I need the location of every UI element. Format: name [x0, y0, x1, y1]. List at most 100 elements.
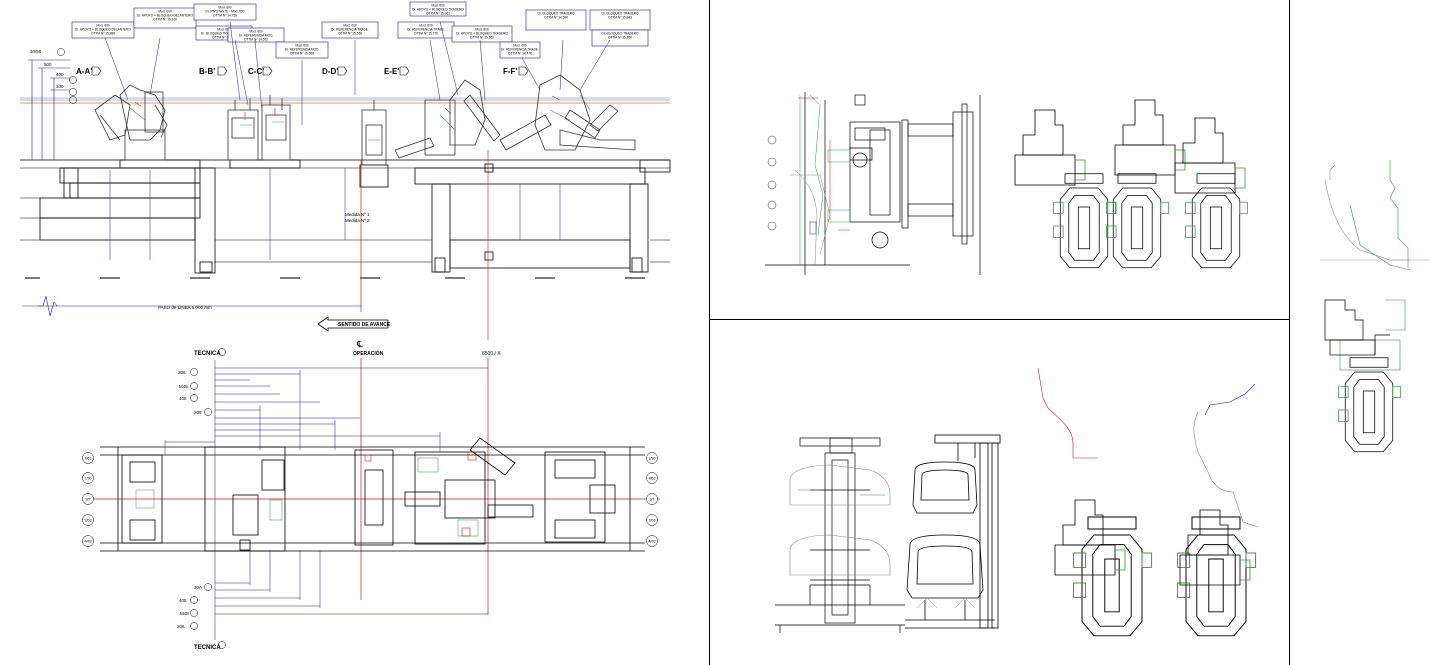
- left-bubble-bottom-4: 206: [177, 624, 185, 629]
- clamp-section: [1338, 357, 1401, 453]
- edge-bubble-label: L/90: [85, 477, 92, 481]
- edge-bubble: 2/03: [82, 514, 94, 526]
- left-bubble-bottom-1: 30A: [194, 585, 202, 590]
- section-e: E-E': [384, 67, 399, 76]
- section-d: D-D': [322, 67, 338, 76]
- vertical-dimension-lines: [109, 168, 561, 260]
- centerline-symbol: ℄: [356, 339, 363, 349]
- clamp-section: [1185, 173, 1248, 269]
- operation-label: OPERACIÓN: [353, 349, 384, 357]
- left-bubble-top-4: 209: [194, 410, 202, 415]
- clamp-sections-bottom: [1054, 499, 1257, 637]
- level-mark-3: 400: [56, 72, 64, 77]
- section-detail-panel-top: [710, 0, 1289, 319]
- plan-dimension-lines: [164, 360, 488, 640]
- section-f: F-F': [503, 67, 517, 76]
- edge-bubble-label: A/03: [648, 540, 655, 544]
- measure-note: Medida Nº 1 Medida Nº 2: [345, 212, 371, 223]
- left-bubbles: 206 M48 405 209 30A 405 M48 206: [177, 370, 202, 629]
- edge-bubble-label: A/03: [84, 540, 91, 544]
- edge-bubble-label: 3/T: [85, 498, 91, 502]
- edge-bubble-label: L/90: [649, 457, 656, 461]
- edge-bubble: 2/03: [646, 514, 658, 526]
- profile-detail-svg: [1320, 160, 1430, 453]
- edge-bubble: M63: [646, 472, 658, 484]
- edge-bubble-label: M63: [649, 477, 656, 481]
- station-label: 6500 / X: [482, 351, 501, 357]
- profile-outline: [1014, 109, 1086, 186]
- fixture-silhouettes: [94, 74, 636, 166]
- edge-bubble-label: 2/03: [649, 519, 656, 523]
- level-mark-4: 100: [56, 84, 64, 89]
- left-bubble-top-1: 206: [178, 370, 186, 375]
- edge-bubble: L/90: [82, 472, 94, 484]
- section-detail-svg-bottom: [775, 367, 1259, 637]
- profile-outline: [1179, 509, 1251, 586]
- direction-label: SENTIDO DE AVANCE: [338, 322, 391, 328]
- plan-rails: [100, 437, 645, 552]
- profile-outline: [1054, 499, 1126, 576]
- left-level-dimensions: [28, 59, 70, 160]
- section-detail-panel-bottom: [710, 320, 1289, 665]
- car-cross-sections: [905, 434, 1001, 629]
- section-markers: A-A' B-B' C-C' D-D' E-E' F-F': [76, 67, 517, 76]
- left-bubble-top-2: M48: [179, 384, 188, 389]
- left-bubble-bottom-3: M48: [180, 611, 189, 616]
- clamp-section: [1053, 173, 1116, 269]
- profile-outline: [1114, 99, 1186, 176]
- edge-bubble: 3/T: [646, 493, 658, 505]
- tecnica-label-bottom: TECNICA: [194, 645, 221, 651]
- panel-divider-3: [1289, 0, 1290, 665]
- left-bubble-top-3: 405: [179, 396, 187, 401]
- clamp-section: [1177, 516, 1257, 637]
- clamp-section: [1073, 516, 1153, 637]
- edge-bubble: A/03: [82, 535, 94, 547]
- edge-bubble: L/90: [646, 452, 658, 464]
- tecnica-label-top: TECNICA: [194, 351, 221, 357]
- section-a: A-A': [76, 67, 92, 76]
- edge-bubble-label: 3/T: [649, 498, 655, 502]
- level-mark-2: 500: [44, 62, 52, 67]
- panel-divider-1: [709, 0, 710, 665]
- section-detail-svg-top: [765, 92, 1248, 275]
- clamp-section-right: [1338, 357, 1401, 453]
- edge-bubble: A/03: [646, 535, 658, 547]
- pitch-dimension: [22, 295, 361, 317]
- base-grid: [20, 197, 670, 263]
- panel-divider-2: [710, 319, 1289, 320]
- direction-arrow: [317, 316, 389, 332]
- edge-bubble: M63: [82, 452, 94, 464]
- edge-bubble-label: 2/03: [85, 519, 92, 523]
- level-mark-1: 30/50: [30, 49, 42, 54]
- callout-leaders: [104, 21, 611, 125]
